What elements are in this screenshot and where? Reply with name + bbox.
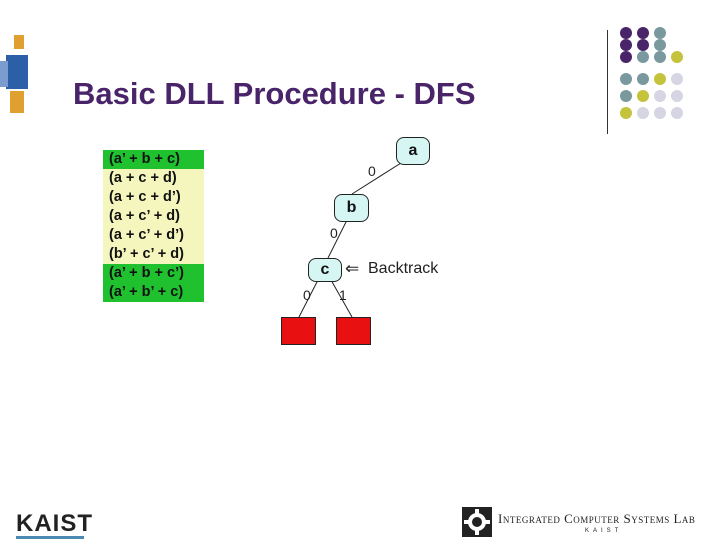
tree-node-c: c [308, 258, 342, 282]
backtrack-arrow-icon: ⇐ [345, 259, 360, 278]
clause-3: (a + c + d’) [103, 188, 204, 207]
tree-node-a: a [396, 137, 430, 165]
logo-fragment [0, 35, 28, 113]
clause-6: (b’ + c’ + d) [103, 245, 204, 264]
clause-2: (a + c + d) [103, 169, 204, 188]
kaist-logo-underline [16, 536, 84, 539]
page-title: Basic DLL Procedure - DFS [73, 76, 476, 111]
conflict-leaf-left [281, 317, 316, 345]
tree-node-b: b [334, 194, 369, 222]
decorative-dot-grid [620, 27, 686, 123]
edge-label-a-b: 0 [368, 163, 376, 179]
lab-subtitle: KAIST [585, 528, 623, 534]
lab-name: Integrated Computer Systems Lab [498, 511, 696, 526]
clause-4: (a + c’ + d) [103, 207, 204, 226]
edge-label-b-c: 0 [330, 225, 338, 241]
lab-gear-logo [462, 507, 492, 537]
divider-line [607, 30, 608, 134]
clause-1: (a’ + b + c) [103, 150, 204, 169]
edge-label-c-left: 0 [303, 287, 311, 303]
backtrack-label: Backtrack [368, 260, 439, 277]
clause-7: (a’ + b + c’) [103, 264, 204, 283]
clause-list: (a’ + b + c) (a + c + d) (a + c + d’) (a… [103, 150, 204, 302]
clause-8: (a’ + b’ + c) [103, 283, 204, 302]
edge-label-c-right: 1 [339, 287, 347, 303]
clause-5: (a + c’ + d’) [103, 226, 204, 245]
kaist-logo: KAIST [16, 510, 93, 537]
conflict-leaf-right [336, 317, 371, 345]
